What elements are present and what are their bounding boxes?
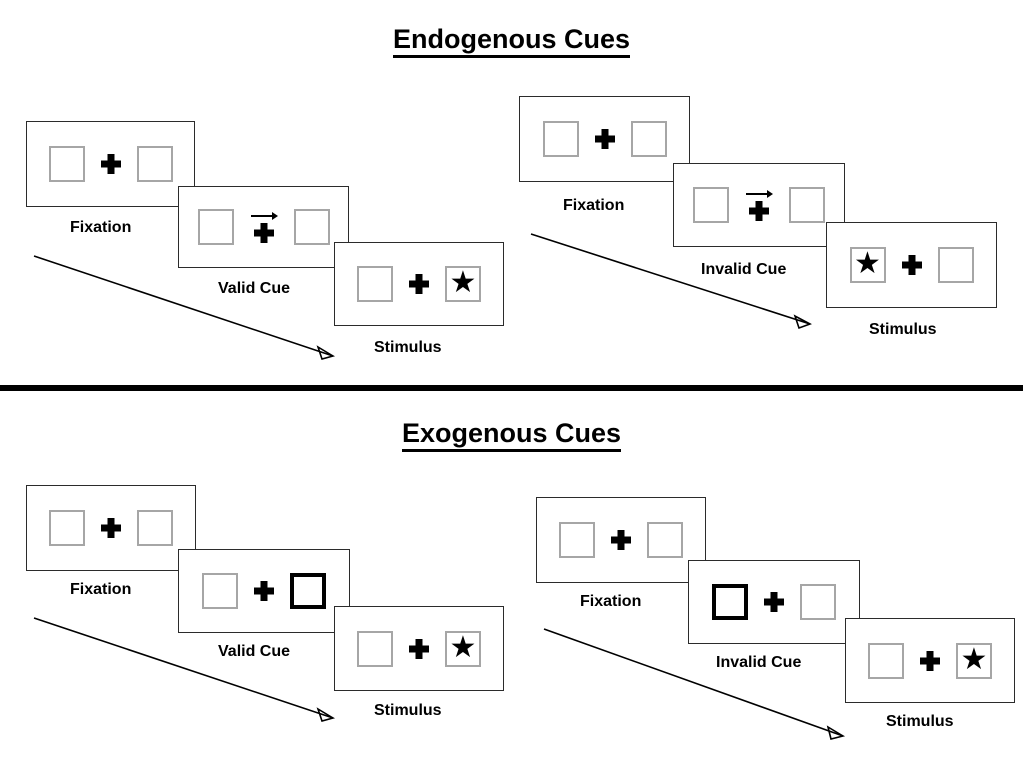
- section-title-exogenous: Exogenous Cues: [0, 418, 1023, 452]
- stage-label-stimulus: Stimulus: [869, 321, 937, 338]
- target-box-right: ★: [956, 642, 992, 679]
- stage-label-invalid-cue: Invalid Cue: [701, 261, 787, 278]
- section-title-endogenous: Endogenous Cues: [0, 24, 1023, 58]
- target-box-right: ★: [445, 630, 481, 667]
- target-box-left: [49, 510, 85, 546]
- star-icon: ★: [449, 266, 477, 299]
- target-box-right: [647, 522, 683, 558]
- target-box-left: [868, 642, 904, 679]
- panel-exogenous-invalid-fixation: [536, 497, 706, 583]
- fixation-cross-icon: [595, 129, 615, 149]
- panel-exogenous-valid-stimulus: ★: [334, 606, 504, 691]
- panel-exogenous-valid-fixation: [26, 485, 196, 571]
- panel-endogenous-valid-cue: [178, 186, 349, 268]
- stage-label-stimulus: Stimulus: [886, 713, 954, 730]
- star-icon: ★: [960, 642, 988, 676]
- panel-exogenous-valid-cue: [178, 549, 350, 633]
- section-divider: [0, 385, 1023, 391]
- target-box-right-cued: [290, 573, 326, 609]
- target-box-right: [630, 121, 667, 157]
- fixation-cross-icon: [101, 518, 121, 538]
- fixation-cross-icon: [611, 530, 631, 550]
- fixation-cross-icon: [409, 274, 429, 294]
- target-box-right: [293, 209, 330, 245]
- target-box-right: [137, 510, 173, 546]
- panel-endogenous-invalid-stimulus: ★: [826, 222, 997, 308]
- stage-label-stimulus: Stimulus: [374, 702, 442, 719]
- flow-arrow-exogenous-invalid: [543, 628, 846, 740]
- target-box-left: ★: [849, 247, 886, 283]
- stage-label-valid-cue: Valid Cue: [218, 643, 291, 660]
- panel-endogenous-invalid-cue: [673, 163, 845, 247]
- right-arrow-icon: [746, 190, 773, 198]
- stage-label-stimulus: Stimulus: [374, 339, 442, 356]
- panel-endogenous-valid-stimulus: ★: [334, 242, 504, 326]
- cue-center-stack: [250, 211, 278, 243]
- stage-label-valid-cue: Valid Cue: [218, 280, 291, 297]
- fixation-cross-icon: [254, 223, 274, 243]
- panel-exogenous-invalid-stimulus: ★: [845, 618, 1015, 703]
- fixation-cross-icon: [409, 639, 429, 659]
- panel-exogenous-invalid-cue: [688, 560, 860, 644]
- fixation-cross-icon: [764, 592, 784, 612]
- stage-label-fixation: Fixation: [563, 197, 625, 214]
- star-icon: ★: [449, 630, 477, 664]
- right-arrow-icon: [250, 212, 278, 220]
- fixation-cross-icon: [254, 581, 274, 601]
- fixation-cross-icon: [101, 154, 121, 174]
- target-box-left: [542, 121, 579, 157]
- target-box-right: ★: [445, 266, 481, 302]
- target-box-left: [357, 266, 393, 302]
- fixation-cross-icon: [920, 651, 940, 671]
- panel-endogenous-valid-fixation: [26, 121, 195, 207]
- section-title-exogenous-text: Exogenous Cues: [401, 418, 622, 452]
- target-box-right: [789, 187, 825, 223]
- target-box-right: [937, 247, 974, 283]
- fixation-cross-icon: [902, 255, 922, 275]
- target-box-left: [197, 209, 234, 245]
- target-box-left-cued: [712, 584, 748, 620]
- target-box-right: [136, 146, 173, 182]
- target-box-left: [559, 522, 595, 558]
- cue-center-stack: [745, 189, 773, 221]
- star-icon: ★: [854, 247, 881, 280]
- stage-label-fixation: Fixation: [70, 219, 132, 236]
- target-box-left: [48, 146, 85, 182]
- target-box-left: [357, 630, 393, 667]
- fixation-cross-icon: [749, 201, 769, 221]
- panel-endogenous-invalid-fixation: [519, 96, 690, 182]
- flow-arrow-endogenous-invalid: [530, 233, 812, 330]
- section-title-endogenous-text: Endogenous Cues: [392, 24, 630, 58]
- stage-label-fixation: Fixation: [580, 593, 642, 610]
- target-box-left: [202, 573, 238, 609]
- stage-label-fixation: Fixation: [70, 581, 132, 598]
- stage-label-invalid-cue: Invalid Cue: [716, 654, 802, 671]
- flow-arrow-endogenous-valid: [33, 255, 336, 360]
- target-box-left: [693, 187, 729, 223]
- target-box-right: [800, 584, 836, 620]
- flow-arrow-exogenous-valid: [33, 617, 336, 722]
